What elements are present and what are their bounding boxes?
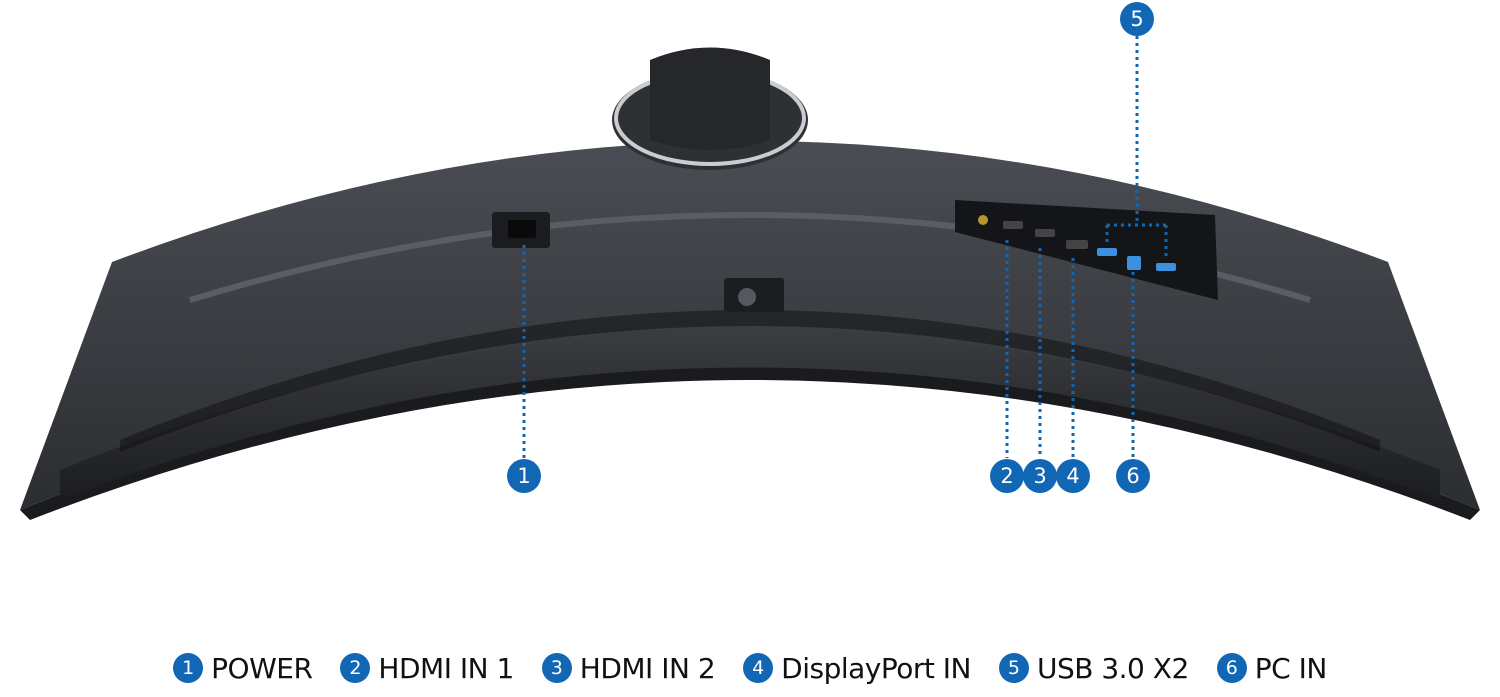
legend-badge: 5 (998, 653, 1029, 683)
port-legend: 1 POWER 2 HDMI IN 1 3 HDMI IN 2 4 Displa… (0, 648, 1500, 688)
callout-badge-2: 2 (990, 459, 1024, 493)
legend-label: USB 3.0 X2 (1036, 651, 1189, 685)
legend-label: PC IN (1254, 651, 1328, 685)
legend-label: DisplayPort IN (781, 651, 971, 685)
legend-label: HDMI IN 1 (378, 651, 514, 685)
legend-item-usb: 5 USB 3.0 X2 (998, 651, 1189, 685)
legend-item-power: 1 POWER (173, 651, 313, 685)
callout-badge-4: 4 (1056, 459, 1090, 493)
legend-label: POWER (211, 651, 313, 685)
callout-badge-3: 3 (1023, 459, 1057, 493)
callout-badge-6: 6 (1116, 459, 1150, 493)
legend-badge: 2 (340, 653, 371, 683)
legend-badge: 1 (173, 653, 204, 683)
legend-label: HDMI IN 2 (579, 651, 716, 685)
legend-badge: 6 (1216, 653, 1247, 683)
callout-badge-1: 1 (507, 459, 541, 493)
legend-item-hdmi-1: 2 HDMI IN 1 (340, 651, 514, 685)
legend-badge: 4 (743, 653, 774, 683)
legend-item-pc-in: 6 PC IN (1216, 651, 1328, 685)
legend-badge: 3 (541, 653, 572, 683)
legend-item-displayport: 4 DisplayPort IN (743, 652, 971, 685)
callout-badge-5: 5 (1120, 2, 1154, 36)
legend-item-hdmi-2: 3 HDMI IN 2 (541, 651, 716, 685)
